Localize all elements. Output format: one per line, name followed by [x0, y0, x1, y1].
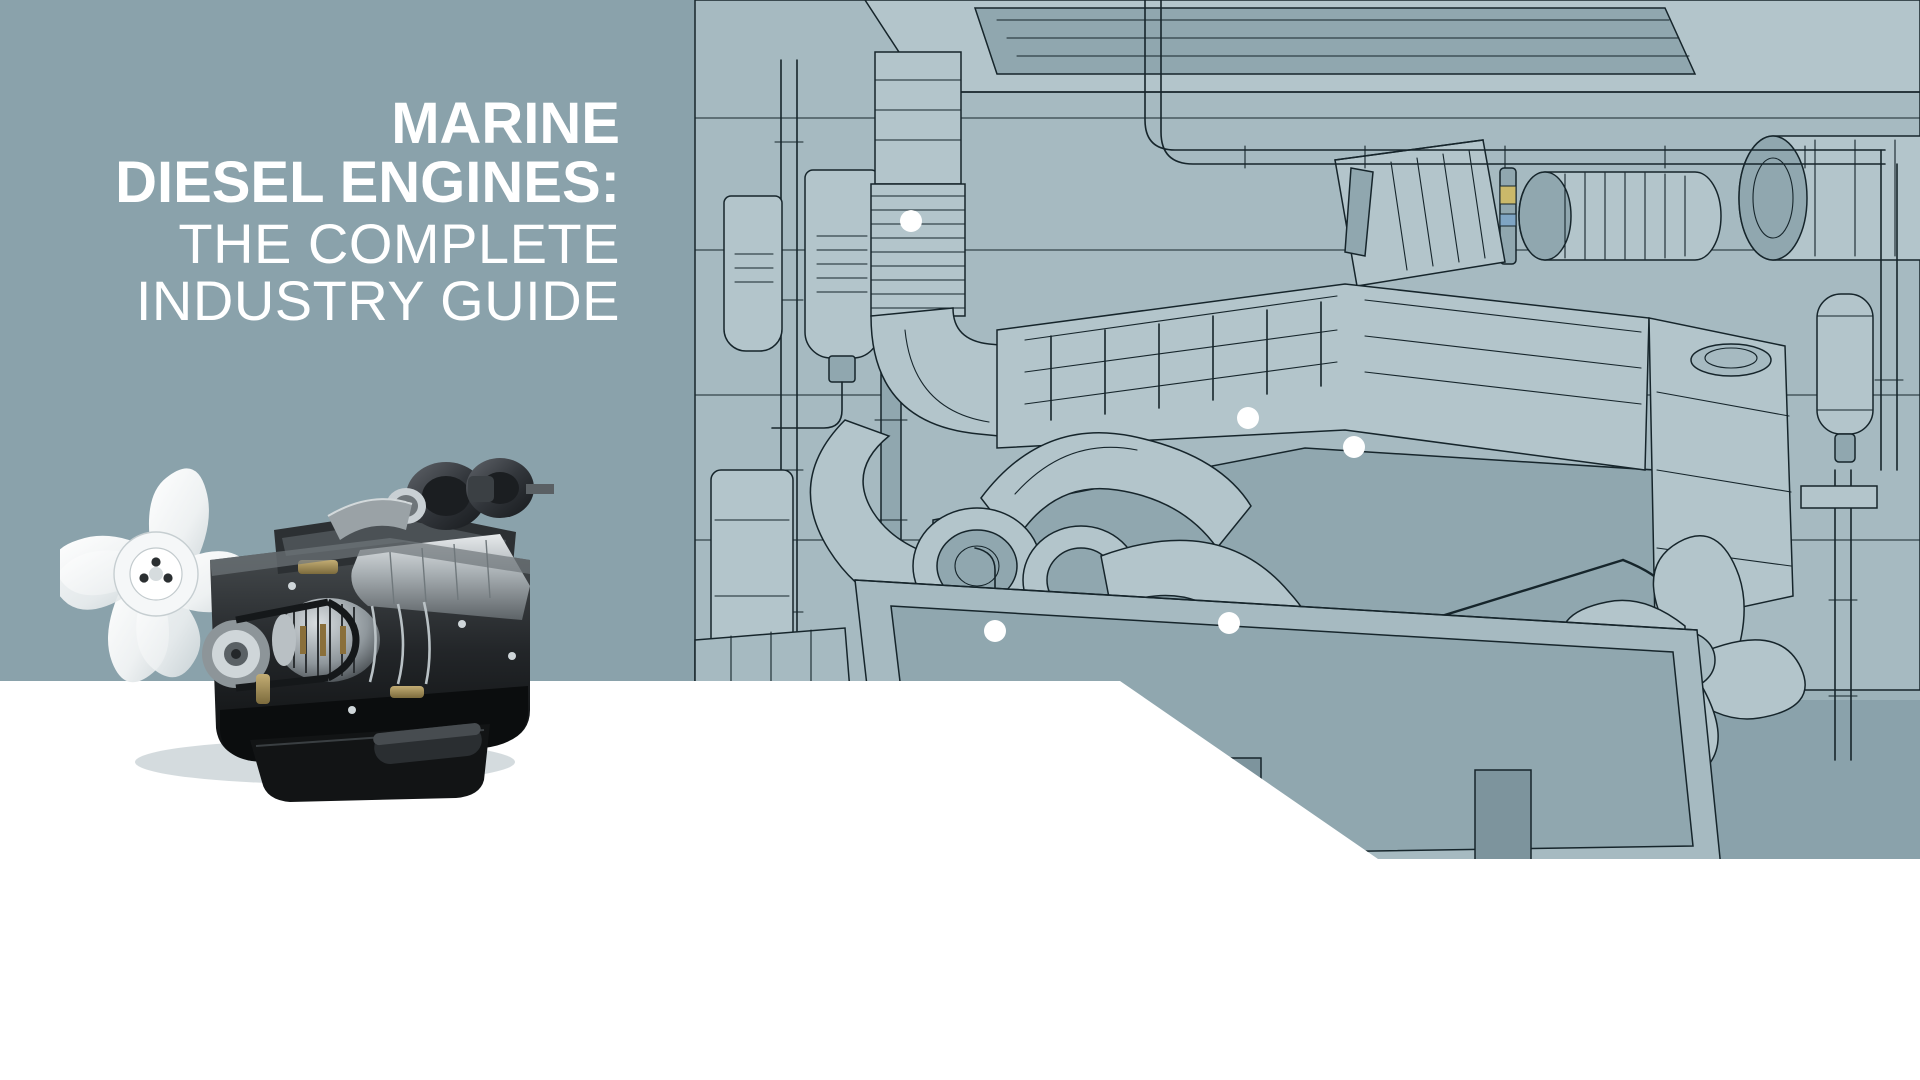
diesel-engine-photo: [60, 410, 570, 810]
belt-drive-hotspot[interactable]: [1218, 612, 1240, 634]
page-title: MARINE DIESEL ENGINES: THE COMPLETE INDU…: [0, 91, 620, 333]
exhaust-hose-hotspot[interactable]: [900, 210, 922, 232]
pulley-hotspot[interactable]: [1343, 436, 1365, 458]
headline-line-3: THE COMPLETE: [178, 211, 620, 275]
oil-filter-hotspot[interactable]: [984, 620, 1006, 642]
valve-cover-hotspot[interactable]: [1237, 407, 1259, 429]
headline-line-2: DIESEL ENGINES:: [115, 150, 620, 216]
headline-line-4: INDUSTRY GUIDE: [135, 269, 620, 333]
headline-line-1: MARINE: [391, 91, 620, 156]
